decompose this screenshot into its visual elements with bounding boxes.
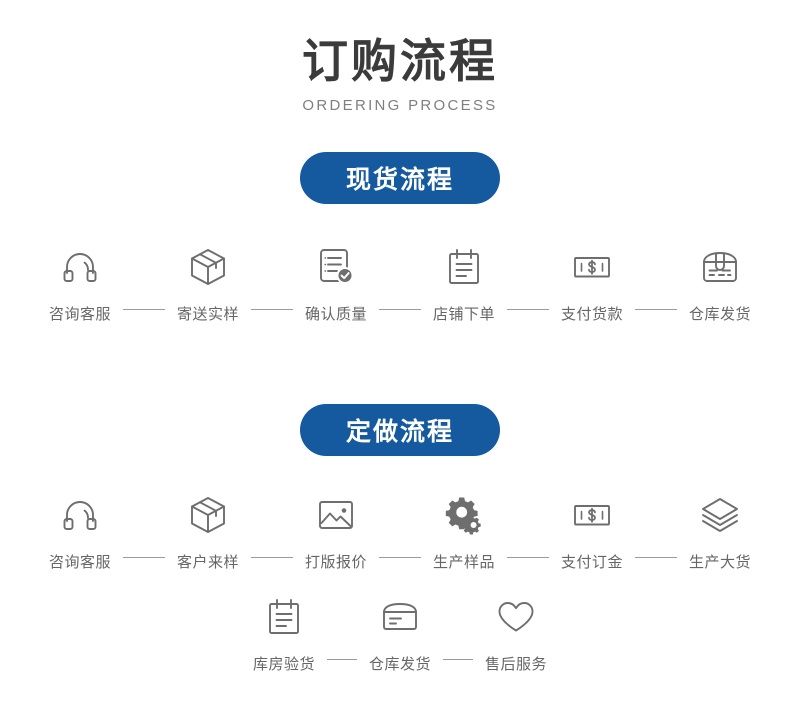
custom-process-badge[interactable]: 定做流程 bbox=[300, 404, 500, 456]
flow-step[interactable]: 库房验货 bbox=[241, 594, 327, 674]
headset-icon bbox=[59, 492, 101, 538]
document-check-icon bbox=[315, 244, 357, 290]
box-3d-icon bbox=[187, 492, 229, 538]
flow-step-label: 店铺下单 bbox=[432, 305, 495, 323]
page-subtitle: ORDERING PROCESS bbox=[302, 97, 498, 114]
flow-step[interactable]: 客户来样 bbox=[165, 492, 251, 572]
flow-connector bbox=[123, 309, 165, 310]
flow-step[interactable]: 售后服务 bbox=[473, 594, 559, 674]
flow-step[interactable]: 支付货款 bbox=[549, 244, 635, 324]
image-icon bbox=[315, 492, 357, 538]
flow-step-label: 支付货款 bbox=[560, 305, 623, 323]
flow-connector bbox=[251, 309, 293, 310]
banknote-icon bbox=[571, 492, 613, 538]
flow-step[interactable]: 打版报价 bbox=[293, 492, 379, 572]
flow-step-label: 仓库发货 bbox=[688, 305, 751, 323]
flow-step-label: 售后服务 bbox=[484, 655, 547, 673]
flow-step-label: 咨询客服 bbox=[48, 305, 111, 323]
flow-step[interactable]: 支付订金 bbox=[549, 492, 635, 572]
flow-step[interactable]: 仓库发货 bbox=[677, 244, 763, 324]
stock-process-badge[interactable]: 现货流程 bbox=[300, 152, 500, 204]
flow-step-label: 打版报价 bbox=[304, 553, 367, 571]
flow-connector bbox=[443, 659, 473, 660]
flow-connector bbox=[123, 557, 165, 558]
flow-connector bbox=[379, 309, 421, 310]
flow-connector bbox=[507, 557, 549, 558]
flow-step-label: 咨询客服 bbox=[48, 553, 111, 571]
flow-connector bbox=[379, 557, 421, 558]
box-lines-icon bbox=[379, 594, 421, 640]
flow-step-label: 库房验货 bbox=[252, 655, 315, 673]
page-header: 订购流程 ORDERING PROCESS bbox=[0, 0, 800, 114]
flow-step[interactable]: 咨询客服 bbox=[37, 244, 123, 324]
stock-process-badge-wrap: 现货流程 bbox=[0, 152, 800, 204]
flow-step-label: 确认质量 bbox=[304, 305, 367, 323]
custom-process-flow-row-2: 库房验货 仓库发货 售后服务 bbox=[0, 594, 800, 674]
flow-step[interactable]: 寄送实样 bbox=[165, 244, 251, 324]
flow-connector bbox=[327, 659, 357, 660]
flow-step[interactable]: 确认质量 bbox=[293, 244, 379, 324]
flow-connector bbox=[507, 309, 549, 310]
heart-icon bbox=[495, 594, 537, 640]
flow-step[interactable]: 生产样品 bbox=[421, 492, 507, 572]
package-ship-icon bbox=[699, 244, 741, 290]
page-title: 订购流程 bbox=[302, 34, 498, 88]
notepad-icon bbox=[263, 594, 305, 640]
stock-process-flow-row: 咨询客服 寄送实样 bbox=[0, 244, 800, 324]
flow-step-label: 支付订金 bbox=[560, 553, 623, 571]
flow-step-label: 生产大货 bbox=[688, 553, 751, 571]
banknote-icon bbox=[571, 244, 613, 290]
flow-step-label: 生产样品 bbox=[432, 553, 495, 571]
flow-step[interactable]: 咨询客服 bbox=[37, 492, 123, 572]
custom-process-flow-row-1: 咨询客服 客户来样 打版报 bbox=[0, 492, 800, 572]
flow-step[interactable]: 生产大货 bbox=[677, 492, 763, 572]
flow-step-label: 仓库发货 bbox=[368, 655, 431, 673]
flow-step-label: 寄送实样 bbox=[176, 305, 239, 323]
flow-connector bbox=[635, 557, 677, 558]
custom-process-badge-wrap: 定做流程 bbox=[0, 404, 800, 456]
flow-connector bbox=[251, 557, 293, 558]
flow-step[interactable]: 店铺下单 bbox=[421, 244, 507, 324]
notepad-icon bbox=[443, 244, 485, 290]
headset-icon bbox=[59, 244, 101, 290]
flow-step-label: 客户来样 bbox=[176, 553, 239, 571]
box-3d-icon bbox=[187, 244, 229, 290]
gears-icon bbox=[443, 492, 485, 538]
flow-connector bbox=[635, 309, 677, 310]
layers-icon bbox=[699, 492, 741, 538]
flow-step[interactable]: 仓库发货 bbox=[357, 594, 443, 674]
